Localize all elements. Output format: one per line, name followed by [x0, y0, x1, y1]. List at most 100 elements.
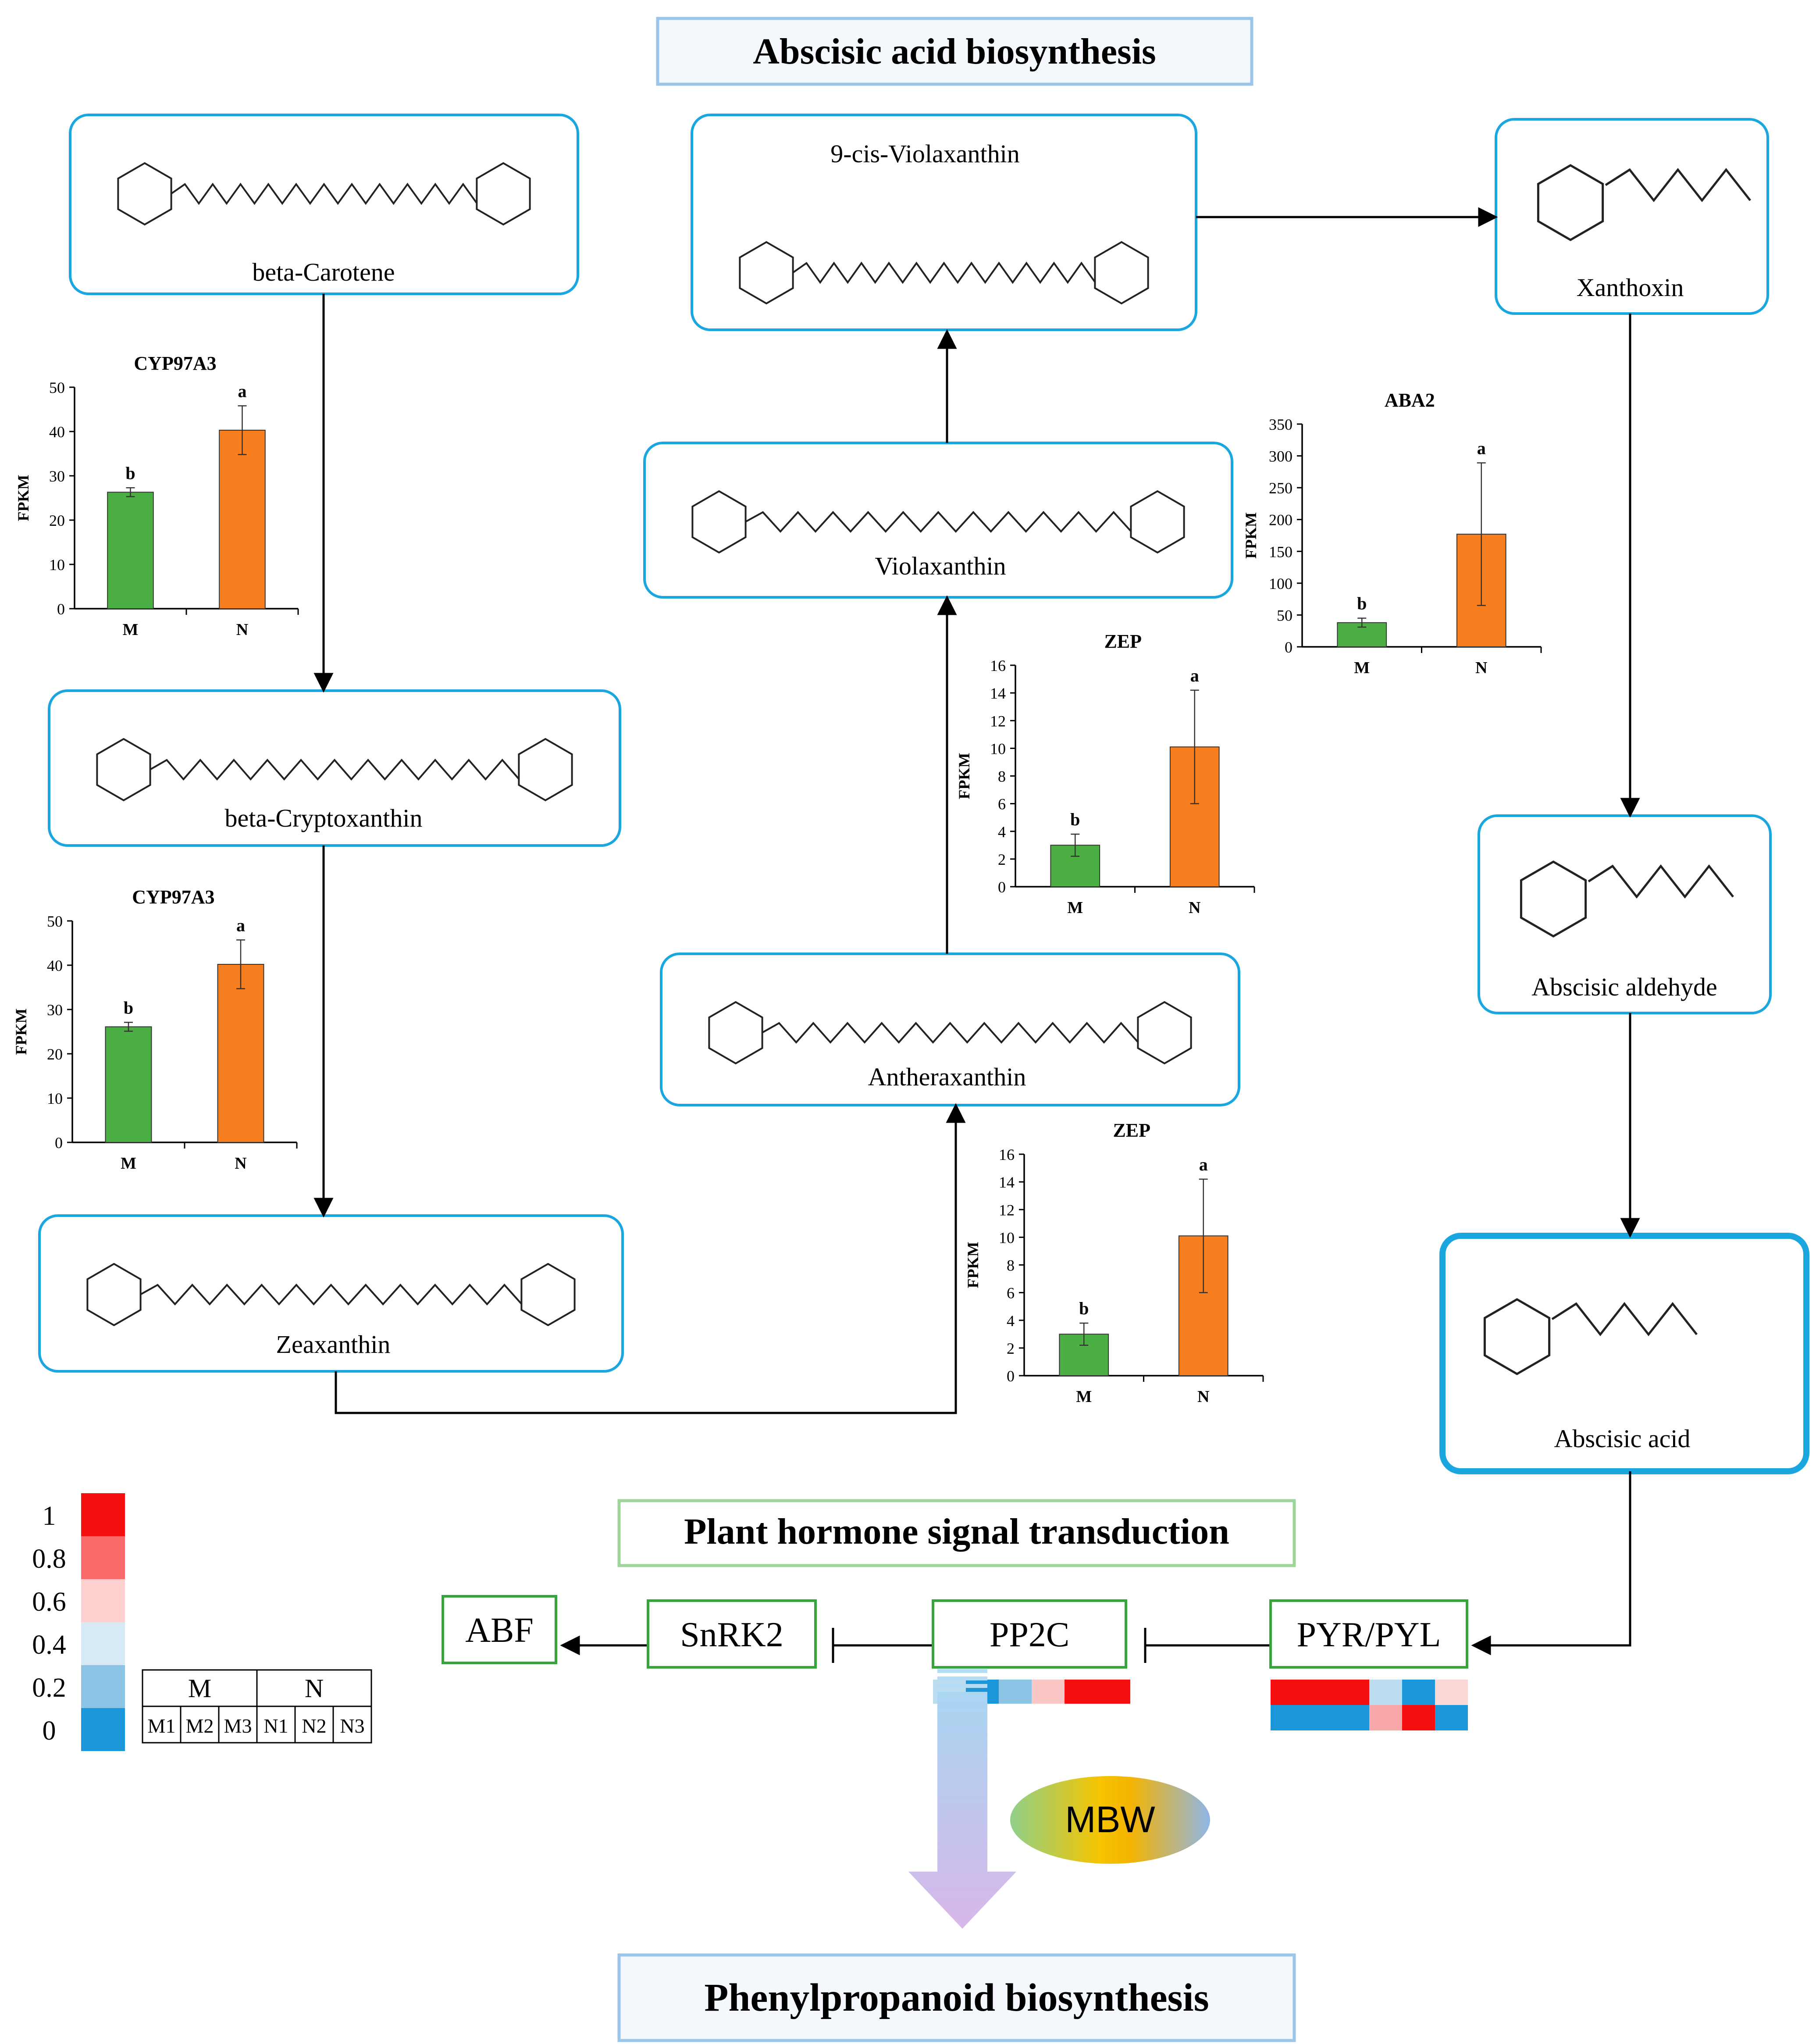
y-axis-label: FPKM [14, 475, 32, 521]
legend-group-header: N [305, 1674, 324, 1703]
mbw-complex: MBW [1010, 1776, 1210, 1864]
chart-title: CYP97A3 [134, 353, 216, 374]
y-tick-label: 6 [1007, 1284, 1015, 1302]
x-tick-label: N [1189, 899, 1200, 917]
structure-drawing [1537, 164, 1751, 241]
legend-swatch [81, 1622, 125, 1665]
y-tick-label: 0 [55, 1134, 63, 1152]
structure-drawing [691, 490, 1185, 554]
heatmap-cell [1402, 1680, 1435, 1705]
y-tick-label: 16 [990, 657, 1006, 674]
chart-title: ZEP [1104, 631, 1142, 652]
legend-scale-label: 0.6 [32, 1587, 66, 1617]
compound-violaxanthin: Violaxanthin [643, 442, 1233, 599]
y-tick-label: 2 [1007, 1340, 1015, 1357]
structure-drawing [117, 162, 531, 226]
mbw-label: MBW [1065, 1799, 1155, 1840]
y-axis-label: FPKM [964, 1242, 982, 1288]
y-tick-label: 12 [990, 712, 1006, 730]
compound-abscisic-acid: Abscisic acid [1439, 1233, 1809, 1474]
title-phenylpropanoid-text: Phenylpropanoid biosynthesis [704, 1976, 1209, 2019]
y-tick-label: 4 [1007, 1312, 1015, 1330]
heatmap-pyr-pyl [1271, 1680, 1468, 1730]
flow-arrow [908, 1669, 1016, 1929]
compound-abscisic-aldehyde: Abscisic aldehyde [1478, 814, 1772, 1014]
chart-title: CYP97A3 [132, 886, 214, 908]
significance-letter: a [238, 381, 247, 401]
title-signal-transduction-text: Plant hormone signal transduction [684, 1511, 1229, 1552]
arrow-aba-to-pyr [1471, 1471, 1631, 1655]
y-axis-label: FPKM [12, 1009, 30, 1055]
y-tick-label: 150 [1269, 543, 1293, 560]
structure-drawing [739, 241, 1149, 305]
arrow-zeaxanthin-to-antheraxanthin [335, 1103, 966, 1414]
y-tick-label: 30 [47, 1001, 63, 1019]
heatmap-cell [1336, 1680, 1369, 1705]
heatmap-cell [1271, 1705, 1303, 1730]
heatmap-cell [1402, 1705, 1435, 1730]
legend-scale-label: 0 [43, 1716, 56, 1746]
y-tick-label: 10 [990, 740, 1006, 757]
legend-swatch [81, 1536, 125, 1579]
signal-snrk2: SnRK2 [647, 1599, 817, 1669]
legend-sample-label: N2 [302, 1715, 326, 1737]
legend-swatch [81, 1579, 125, 1622]
y-tick-label: 0 [998, 878, 1006, 896]
significance-letter: b [124, 998, 133, 1017]
y-tick-label: 40 [47, 957, 63, 974]
bar-m [105, 1026, 152, 1143]
compound-antheraxanthin: Antheraxanthin [660, 952, 1240, 1106]
y-tick-label: 350 [1269, 416, 1293, 433]
y-axis-label: FPKM [1242, 512, 1260, 559]
compound-label: 9-cis-Violaxanthin [830, 139, 1019, 168]
heatmap-cell [1271, 1680, 1303, 1705]
legend-scale-label: 0.4 [32, 1630, 66, 1660]
compound-label: Zeaxanthin [276, 1330, 391, 1359]
compound-label: Antheraxanthin [868, 1063, 1026, 1091]
title-phenylpropanoid: Phenylpropanoid biosynthesis [617, 1953, 1296, 2042]
legend-sample-label: M3 [224, 1715, 252, 1737]
signal-label: SnRK2 [680, 1616, 783, 1654]
significance-letter: a [1190, 666, 1199, 685]
x-tick-label: M [123, 621, 139, 639]
signal-abf: ABF [442, 1595, 557, 1664]
significance-letter: b [1357, 594, 1367, 614]
heatmap-cell [1065, 1680, 1097, 1704]
compound-label: Violaxanthin [875, 552, 1006, 580]
y-tick-label: 50 [47, 913, 63, 930]
compound-label: Xanthoxin [1577, 273, 1684, 302]
compound-cis-violaxanthin: 9-cis-Violaxanthin [691, 114, 1197, 331]
legend-sample-label: M1 [148, 1715, 176, 1737]
x-tick-label: N [1475, 659, 1487, 677]
y-tick-label: 200 [1269, 511, 1293, 529]
compound-label: Abscisic acid [1554, 1424, 1691, 1453]
x-tick-label: M [1354, 659, 1370, 677]
compound-label: beta-Cryptoxanthin [224, 804, 422, 832]
heatmap-cell [1435, 1705, 1468, 1730]
y-tick-label: 40 [49, 423, 65, 441]
legend-scale-label: 1 [43, 1501, 56, 1531]
inhibition-arrows [832, 1628, 1271, 1663]
heatmap-cell [1369, 1680, 1402, 1705]
significance-letter: a [236, 915, 245, 935]
y-tick-label: 14 [999, 1174, 1015, 1191]
significance-letter: a [1477, 439, 1486, 458]
legend-swatch [81, 1493, 125, 1536]
y-tick-label: 16 [999, 1146, 1015, 1163]
legend-scale-label: 0.2 [32, 1673, 66, 1703]
legend-sample-label: M2 [186, 1715, 214, 1737]
title-aba-biosynthesis-text: Abscisic acid biosynthesis [753, 31, 1156, 72]
compound-box [48, 689, 621, 847]
bar-n [219, 429, 266, 609]
y-tick-label: 300 [1269, 448, 1293, 465]
y-tick-label: 10 [49, 556, 65, 574]
legend-sample-label: N1 [263, 1715, 288, 1737]
x-tick-label: N [1197, 1388, 1209, 1406]
y-tick-label: 2 [998, 851, 1006, 868]
legend-scale-label: 0.8 [32, 1544, 66, 1574]
y-tick-label: 0 [57, 600, 65, 618]
x-tick-label: M [1076, 1388, 1092, 1406]
structure-drawing [86, 1263, 576, 1327]
